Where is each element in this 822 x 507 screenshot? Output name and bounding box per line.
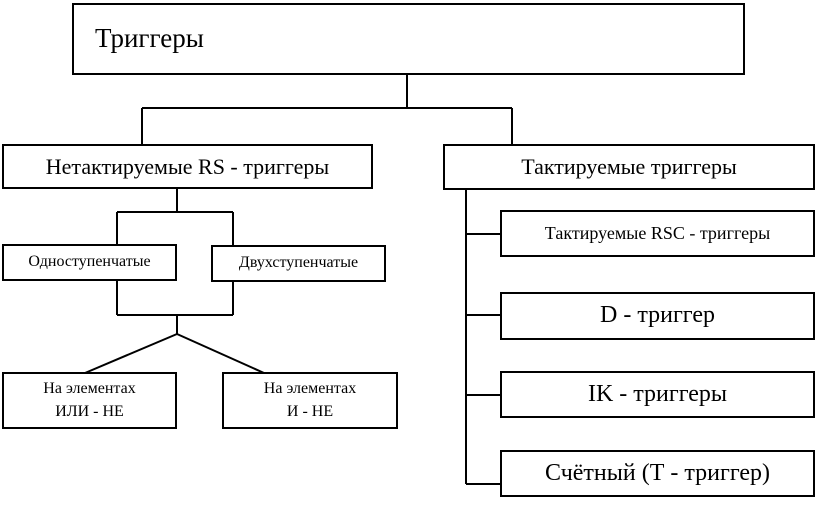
node-clocked-triggers-label: Тактируемые триггеры [521,154,737,180]
node-t-trigger-counting-label: Счётный (Т - триггер) [545,459,770,486]
connector-v-right [176,333,265,374]
node-elements-or-not-line2: ИЛИ - НЕ [55,402,124,420]
node-elements-or-not-line1: На элементах [43,380,136,398]
node-t-trigger-counting: Счётный (Т - триггер) [500,450,815,497]
node-d-trigger: D - триггер [500,292,815,340]
node-elements-and-not-line2: И - НЕ [286,402,334,420]
node-d-trigger-label: D - триггер [600,302,715,329]
node-unclocked-rs-triggers-label: Нетактируемые RS - триггеры [45,153,330,179]
node-single-stage: Одноступенчатые [2,244,177,281]
node-clocked-rsc-triggers-label: Тактируемые RSC - триггеры [544,223,771,244]
connector-v-left [84,333,178,374]
node-ik-triggers: IK - триггеры [500,371,815,418]
node-unclocked-rs-triggers: Нетактируемые RS - триггеры [2,144,373,189]
node-triggers-root-label: Триггеры [95,23,204,54]
node-single-stage-label: Одноступенчатые [28,253,151,271]
node-clocked-rsc-triggers: Тактируемые RSC - триггеры [500,210,815,257]
node-two-stage-label: Двухступенчатые [238,254,359,272]
node-two-stage: Двухступенчатые [211,245,386,282]
node-triggers-root: Триггеры [72,3,745,75]
node-ik-triggers-label: IK - триггеры [587,380,728,407]
node-clocked-triggers: Тактируемые триггеры [443,144,815,190]
node-elements-or-not: На элементах ИЛИ - НЕ [2,372,177,429]
node-elements-and-not-line1: На элементах [263,380,357,398]
node-elements-and-not: На элементах И - НЕ [222,372,398,429]
